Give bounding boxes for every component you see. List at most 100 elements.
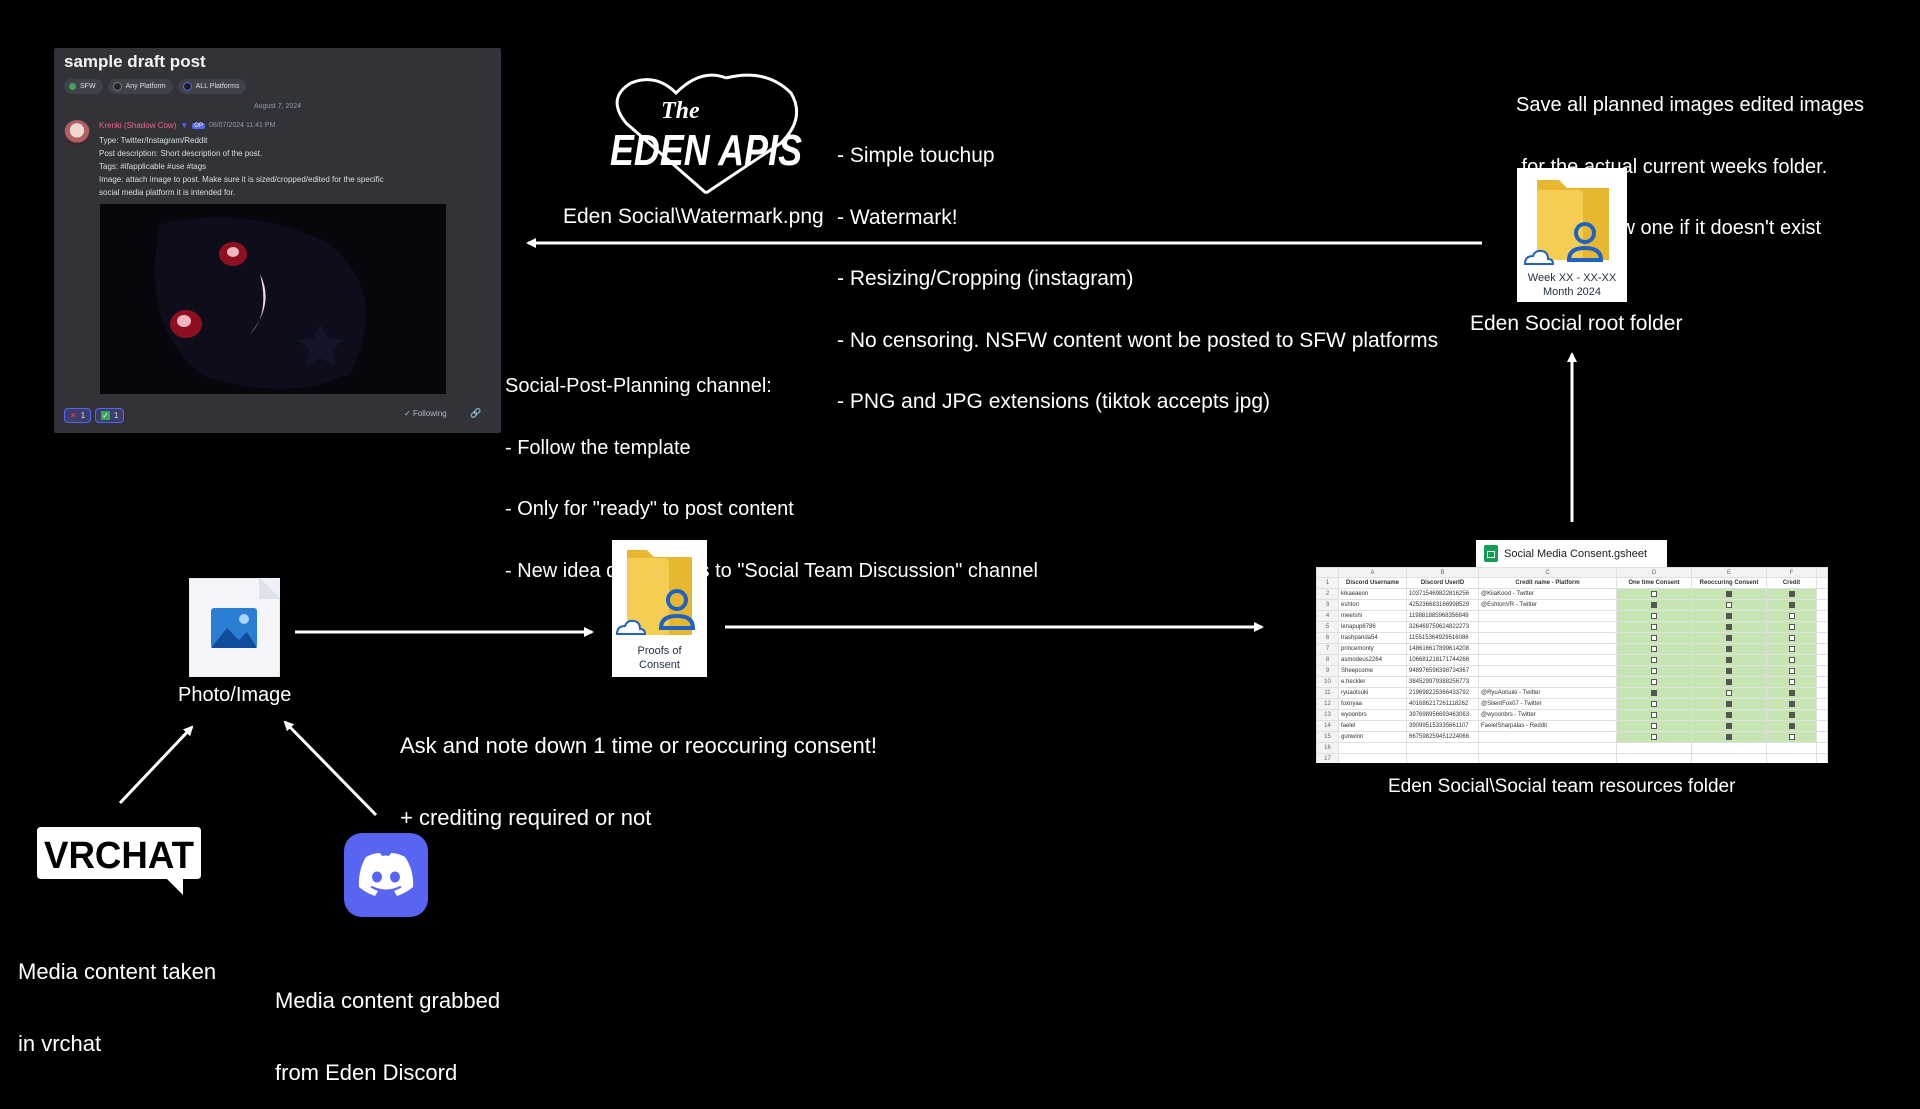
sheet-cell	[1478, 665, 1617, 677]
sheet-cell	[1478, 632, 1617, 644]
post-attached-image	[100, 204, 446, 394]
sheet-cell: 106681218171744266	[1406, 654, 1479, 666]
sheet-cell: 219698225366433792	[1406, 687, 1479, 699]
consent-checkbox[interactable]	[1726, 700, 1732, 707]
proofs-folder-line1: Proofs of	[637, 645, 682, 657]
following-button[interactable]: ✓ Following	[404, 409, 447, 418]
consent-checkbox[interactable]	[1651, 722, 1657, 729]
svg-text:VRCHAT: VRCHAT	[44, 835, 194, 877]
consent-checkbox[interactable]	[1788, 623, 1795, 630]
consent-checkbox[interactable]	[1651, 656, 1657, 663]
post-line: Post description: Short description of t…	[99, 149, 263, 158]
sheet-cell: @RyuAotsuki - Twitter	[1478, 687, 1617, 699]
sheet-cell: 667598259451224066	[1406, 731, 1479, 743]
op-badge: OP	[192, 122, 205, 129]
sheet-header-cell: Credit name - Platform	[1478, 577, 1617, 589]
arrow-vrchat-to-photo	[118, 725, 194, 805]
vrchat-logo: VRCHAT	[37, 827, 201, 895]
consent-checkbox[interactable]	[1788, 722, 1795, 729]
consent-checkbox[interactable]	[1726, 623, 1732, 630]
consent-checkbox[interactable]	[1651, 612, 1657, 619]
consent-checkbox[interactable]	[1651, 667, 1657, 674]
link-icon[interactable]: 🔗	[470, 408, 482, 418]
consent-checkbox[interactable]	[1788, 612, 1795, 619]
consent-checkbox[interactable]	[1651, 645, 1657, 652]
sheet-cell: meetshi	[1338, 610, 1407, 622]
reaction-check[interactable]: ✓1	[95, 408, 125, 423]
consent-checkbox[interactable]	[1788, 667, 1795, 674]
sheet-cell: 390995153335661107	[1406, 720, 1479, 732]
sheet-file-tab[interactable]: Social Media Consent.gsheet	[1476, 540, 1667, 567]
image-file-icon[interactable]	[188, 577, 281, 678]
consent-checkbox[interactable]	[1788, 711, 1795, 718]
consent-notes: Ask and note down 1 time or reoccuring c…	[400, 733, 877, 830]
consent-checkbox[interactable]	[1726, 711, 1732, 718]
sheet-header-cell: Discord UserID	[1406, 577, 1479, 589]
consent-checkbox[interactable]	[1788, 733, 1795, 740]
sheet-cell: wyoonbrs	[1338, 709, 1407, 721]
consent-checkbox[interactable]	[1788, 645, 1795, 652]
consent-checkbox[interactable]	[1726, 667, 1732, 674]
tag-sfw: SFW	[64, 79, 103, 94]
discord-logo	[344, 833, 428, 917]
consent-checkbox[interactable]	[1726, 722, 1732, 729]
consent-checkbox[interactable]	[1651, 689, 1657, 696]
consent-checkbox[interactable]	[1651, 590, 1657, 597]
consent-checkbox[interactable]	[1788, 656, 1795, 663]
sheet-cell: @SilentFox07 - Twitter	[1478, 698, 1617, 710]
consent-checkbox[interactable]	[1726, 612, 1732, 619]
sheet-filename: Social Media Consent.gsheet	[1504, 547, 1648, 560]
avatar	[64, 120, 90, 146]
sheet-cell	[1478, 610, 1617, 622]
sheet-cell	[1478, 753, 1617, 763]
consent-checkbox[interactable]	[1788, 678, 1795, 685]
consent-checkbox[interactable]	[1788, 689, 1795, 696]
post-body: Type: Twitter/Instagram/Reddit Post desc…	[99, 134, 384, 199]
consent-checkbox[interactable]	[1651, 711, 1657, 718]
consent-checkbox[interactable]	[1726, 590, 1732, 597]
proofs-of-consent-folder-icon[interactable]: Proofs of Consent	[612, 540, 707, 677]
consent-checkbox[interactable]	[1651, 678, 1657, 685]
consent-checkbox[interactable]	[1651, 634, 1657, 641]
consent-checkbox[interactable]	[1788, 700, 1795, 707]
consent-checkbox[interactable]	[1788, 634, 1795, 641]
consent-checkbox[interactable]	[1726, 634, 1732, 641]
week-folder-icon[interactable]: Week XX - XX-XX Month 2024	[1517, 168, 1627, 302]
consent-checkbox[interactable]	[1651, 623, 1657, 630]
vrchat-caption: Media content taken in vrchat	[18, 959, 217, 1056]
consent-checkbox[interactable]	[1726, 733, 1732, 740]
consent-checkbox[interactable]	[1726, 689, 1732, 696]
sheet-cell: lenapup6786	[1338, 621, 1407, 633]
sheet-cell: 326469759624822273	[1406, 621, 1479, 633]
sheet-cell: 397698956693463063	[1406, 709, 1479, 721]
consent-checkbox[interactable]	[1726, 645, 1732, 652]
reaction-x[interactable]: ✕1	[64, 408, 92, 423]
consent-checkbox[interactable]	[1651, 733, 1657, 740]
watermark-caption: Eden Social\Watermark.png	[563, 205, 824, 228]
sheet-cell: 948976596398734367	[1406, 665, 1479, 677]
consent-checkbox[interactable]	[1788, 590, 1795, 597]
sheet-cell: 115515364929516086	[1406, 632, 1479, 644]
consent-checkbox[interactable]	[1651, 700, 1657, 707]
sheet-header-cell: Discord Username	[1338, 577, 1407, 589]
consent-checkbox[interactable]	[1651, 601, 1657, 608]
consent-checkbox[interactable]	[1726, 678, 1732, 685]
svg-text:EDEN APIS: EDEN APIS	[610, 126, 802, 175]
sheet-cell	[1406, 753, 1479, 763]
consent-checkbox[interactable]	[1788, 601, 1795, 608]
x-emoji-icon: ✕	[70, 411, 77, 420]
sheet-cell	[1338, 742, 1407, 754]
sheet-cell: 119881885968356849	[1406, 610, 1479, 622]
table-row: 17	[1316, 753, 1828, 763]
consent-checkbox[interactable]	[1726, 601, 1732, 608]
post-line: Type: Twitter/Instagram/Reddit	[99, 136, 208, 145]
consent-checkbox[interactable]	[1726, 656, 1732, 663]
